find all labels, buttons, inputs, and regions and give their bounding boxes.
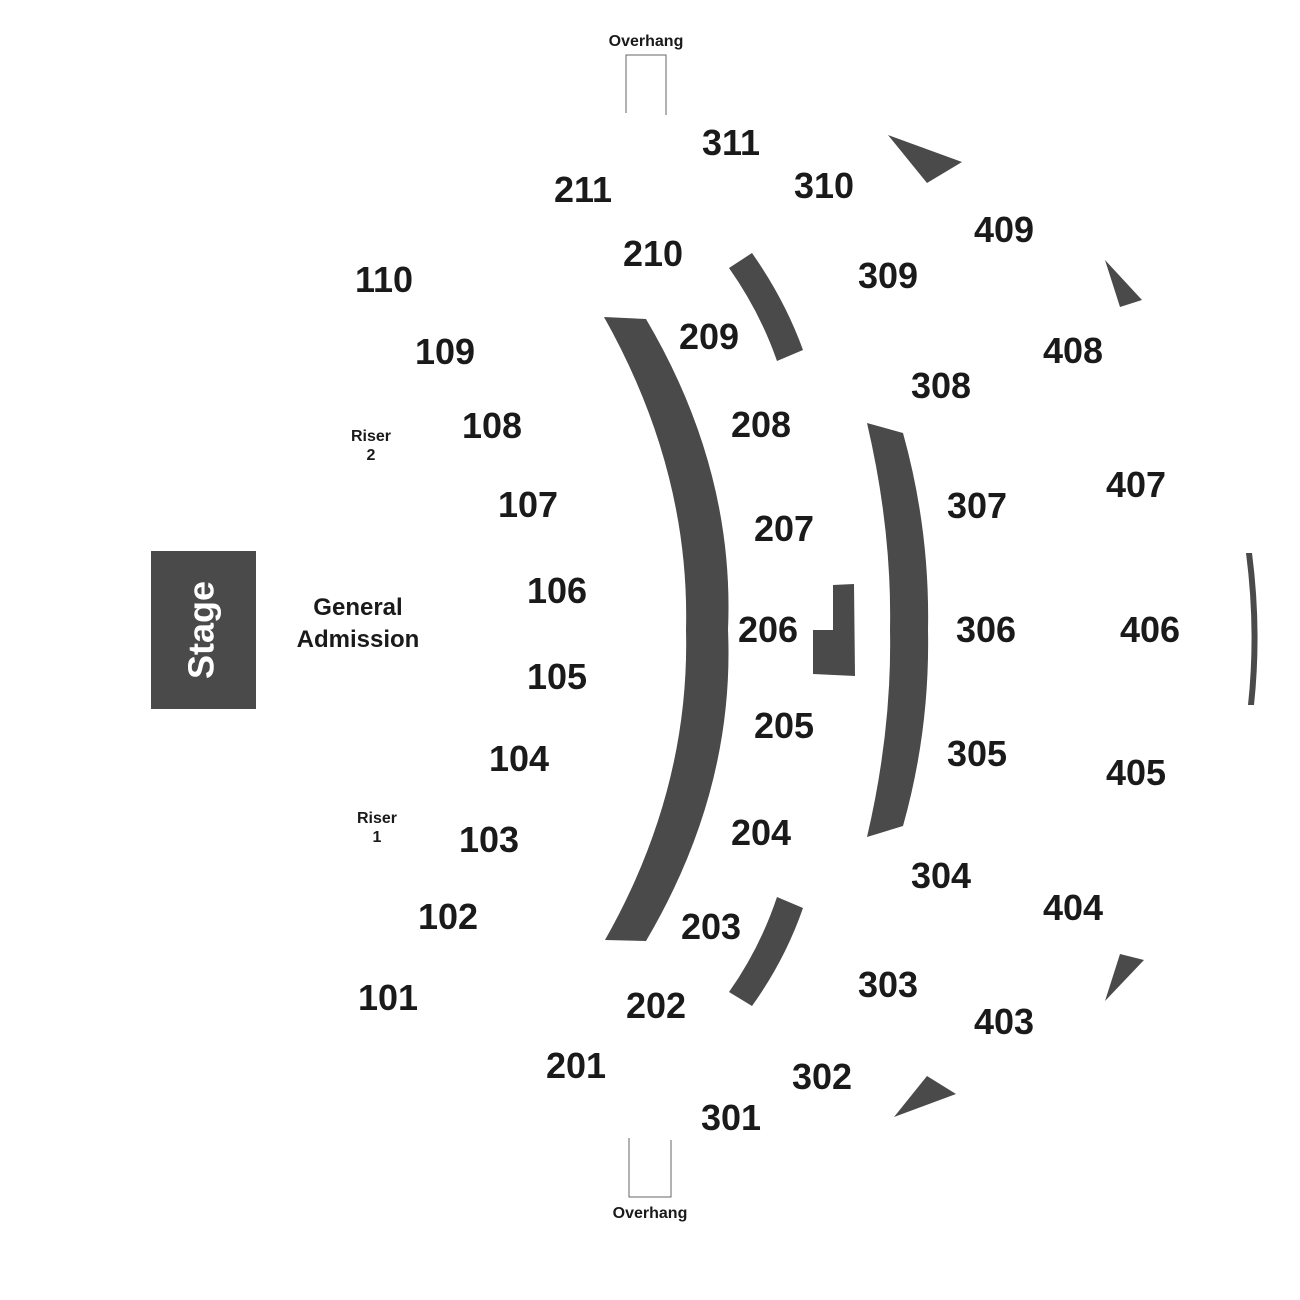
riser-1-number: 1 (373, 829, 382, 846)
section-107[interactable]: 107 (498, 484, 558, 525)
section-101[interactable]: 101 (358, 977, 418, 1018)
overhang-top-outline (625, 54, 667, 115)
section-211[interactable]: 211 (554, 169, 612, 210)
section-102[interactable]: 102 (418, 896, 478, 937)
riser-2[interactable]: Riser 2 (351, 428, 391, 464)
section-103[interactable]: 103 (459, 819, 519, 860)
section-403[interactable]: 403 (974, 1001, 1034, 1042)
wedge-bottom-1 (1105, 954, 1144, 1001)
wedge-top-1 (888, 135, 962, 183)
general-admission-line2: Admission (297, 626, 420, 653)
section-309[interactable]: 309 (858, 255, 918, 296)
overhang-top-label: Overhang (609, 33, 684, 50)
section-407[interactable]: 407 (1106, 464, 1166, 505)
overhang-top: Overhang (609, 33, 684, 115)
section-409[interactable]: 409 (974, 209, 1034, 250)
section-303[interactable]: 303 (858, 964, 918, 1005)
general-admission-area[interactable]: General Admission (297, 594, 420, 653)
section-406[interactable]: 406 (1120, 609, 1180, 650)
divider-lower-203 (729, 897, 803, 1006)
section-311[interactable]: 311 (702, 122, 760, 163)
stage-label: Stage (181, 581, 222, 679)
mid-bowl-divider (867, 423, 929, 837)
riser-2-number: 2 (367, 447, 376, 464)
mixer-booth (813, 584, 855, 676)
section-405[interactable]: 405 (1106, 752, 1166, 793)
divider-upper-209 (729, 253, 803, 361)
section-305[interactable]: 305 (947, 733, 1007, 774)
lower-bowl-divider (604, 317, 729, 941)
section-304[interactable]: 304 (911, 855, 971, 896)
section-307[interactable]: 307 (947, 485, 1007, 526)
overhang-bottom-label: Overhang (613, 1205, 688, 1222)
section-205[interactable]: 205 (754, 705, 814, 746)
section-202[interactable]: 202 (626, 985, 686, 1026)
overhang-bottom-outline (628, 1138, 672, 1198)
overhang-bottom: Overhang (613, 1138, 688, 1222)
section-206[interactable]: 206 (738, 609, 798, 650)
section-306[interactable]: 306 (956, 609, 1016, 650)
outer-edge-406 (1246, 553, 1258, 705)
section-201[interactable]: 201 (546, 1045, 606, 1086)
section-104[interactable]: 104 (489, 738, 549, 779)
wedge-bottom-2 (894, 1076, 956, 1117)
riser-1[interactable]: Riser 1 (357, 810, 397, 846)
riser-2-label: Riser (351, 428, 391, 445)
section-110[interactable]: 110 (355, 259, 413, 300)
stage[interactable]: Stage (151, 551, 256, 709)
section-308[interactable]: 308 (911, 365, 971, 406)
section-208[interactable]: 208 (731, 404, 791, 445)
section-207[interactable]: 207 (754, 508, 814, 549)
section-301[interactable]: 301 (701, 1097, 761, 1138)
section-106[interactable]: 106 (527, 570, 587, 611)
section-210[interactable]: 210 (623, 233, 683, 274)
section-310[interactable]: 310 (794, 165, 854, 206)
riser-1-label: Riser (357, 810, 397, 827)
section-108[interactable]: 108 (462, 405, 522, 446)
wedge-top-2 (1105, 260, 1142, 307)
stage-block[interactable] (151, 551, 256, 709)
section-105[interactable]: 105 (527, 656, 587, 697)
section-209[interactable]: 209 (679, 316, 739, 357)
section-204[interactable]: 204 (731, 812, 791, 853)
section-404[interactable]: 404 (1043, 887, 1103, 928)
section-302[interactable]: 302 (792, 1056, 852, 1097)
section-109[interactable]: 109 (415, 331, 475, 372)
general-admission-line1: General (313, 594, 402, 621)
section-408[interactable]: 408 (1043, 330, 1103, 371)
section-203[interactable]: 203 (681, 906, 741, 947)
